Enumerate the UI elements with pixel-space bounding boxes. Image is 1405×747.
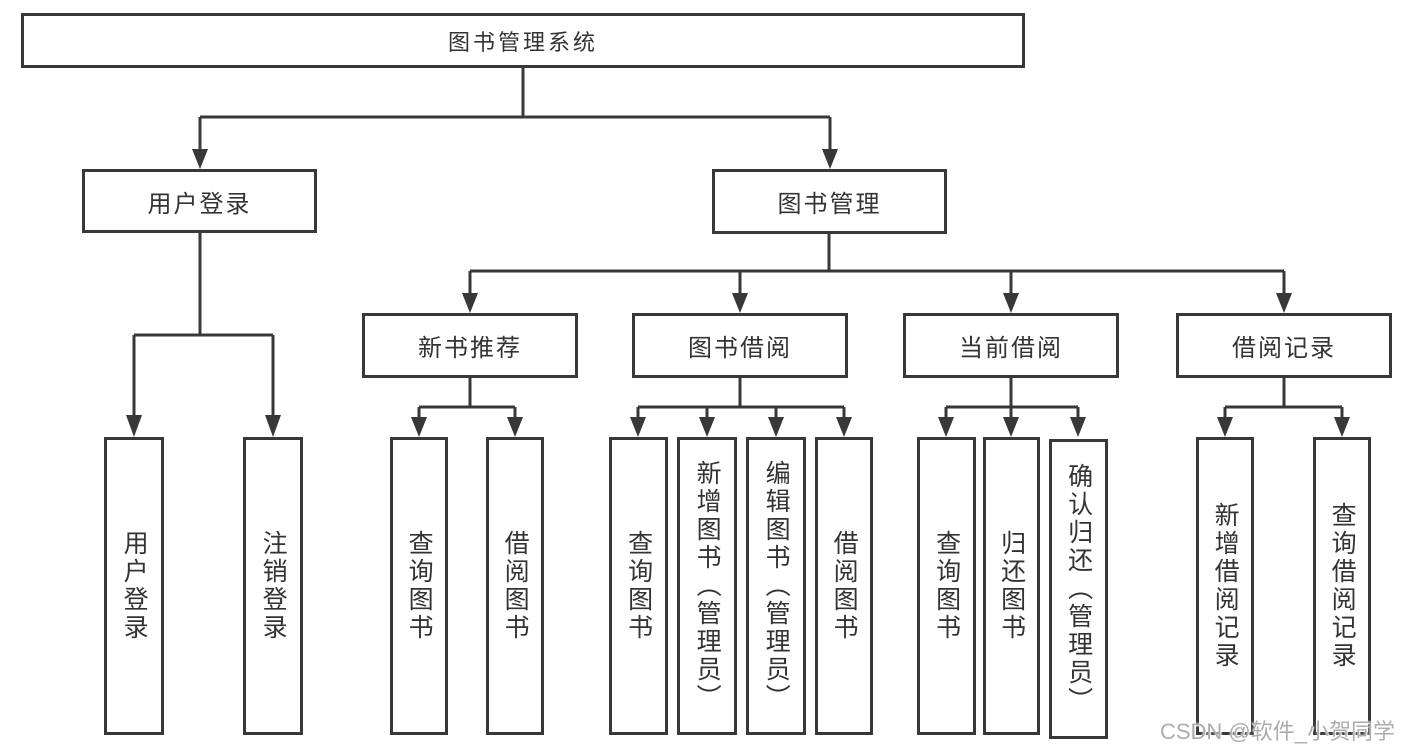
node-book-borrow-label: 图书借阅 [688,335,792,362]
leaf-edit-books-admin: 编辑图书（管理员） [746,437,806,735]
node-borrow-record: 借阅记录 [1176,313,1392,378]
leaf-logout-label: 注销登录 [259,530,288,642]
leaf-add-books-admin: 新增图书（管理员） [677,437,737,735]
leaf-return-books-label: 归还图书 [997,530,1026,642]
node-root-label: 图书管理系统 [447,29,598,55]
leaf-query-borrow-record-label: 查询借阅记录 [1328,502,1357,670]
node-current-borrow: 当前借阅 [903,313,1119,378]
node-book-borrow: 图书借阅 [632,313,848,378]
leaf-recommend-query-books: 查询图书 [390,437,448,735]
node-root: 图书管理系统 [21,13,1025,68]
leaf-add-books-admin-label: 新增图书（管理员） [693,460,722,712]
leaf-add-borrow-record-label: 新增借阅记录 [1211,502,1240,670]
node-user-login: 用户登录 [82,169,317,233]
node-user-login-label: 用户登录 [147,190,252,218]
leaf-user-login: 用户登录 [104,437,164,735]
leaf-borrow-query-books: 查询图书 [609,437,668,735]
arrowheads [126,149,1350,437]
leaf-recommend-query-books-label: 查询图书 [405,530,434,642]
leaf-return-books: 归还图书 [983,437,1040,735]
leaf-confirm-return-admin: 确认归还（管理员） [1049,439,1108,739]
leaf-borrow-books-label: 借阅图书 [830,530,859,642]
leaf-edit-books-admin-label: 编辑图书（管理员） [762,460,791,712]
leaf-recommend-borrow-books: 借阅图书 [486,437,544,735]
node-new-book-recommend-label: 新书推荐 [418,335,522,362]
leaf-current-query-books: 查询图书 [917,437,976,735]
leaf-add-borrow-record: 新增借阅记录 [1196,437,1254,735]
node-new-book-recommend: 新书推荐 [362,313,578,378]
csdn-watermark: CSDN @软件_小贺同学 [1159,719,1395,744]
leaf-confirm-return-admin-label: 确认归还（管理员） [1064,463,1093,715]
node-borrow-record-label: 借阅记录 [1232,335,1336,362]
leaf-recommend-borrow-books-label: 借阅图书 [501,530,530,642]
node-book-management: 图书管理 [712,169,947,234]
node-book-management-label: 图书管理 [777,191,882,218]
leaf-borrow-books: 借阅图书 [815,437,873,735]
leaf-logout: 注销登录 [243,437,303,735]
leaf-user-login-label: 用户登录 [120,530,149,642]
leaf-borrow-query-books-label: 查询图书 [624,530,653,642]
leaf-query-borrow-record: 查询借阅记录 [1313,437,1371,735]
leaf-current-query-books-label: 查询图书 [932,530,961,642]
node-current-borrow-label: 当前借阅 [959,335,1063,362]
